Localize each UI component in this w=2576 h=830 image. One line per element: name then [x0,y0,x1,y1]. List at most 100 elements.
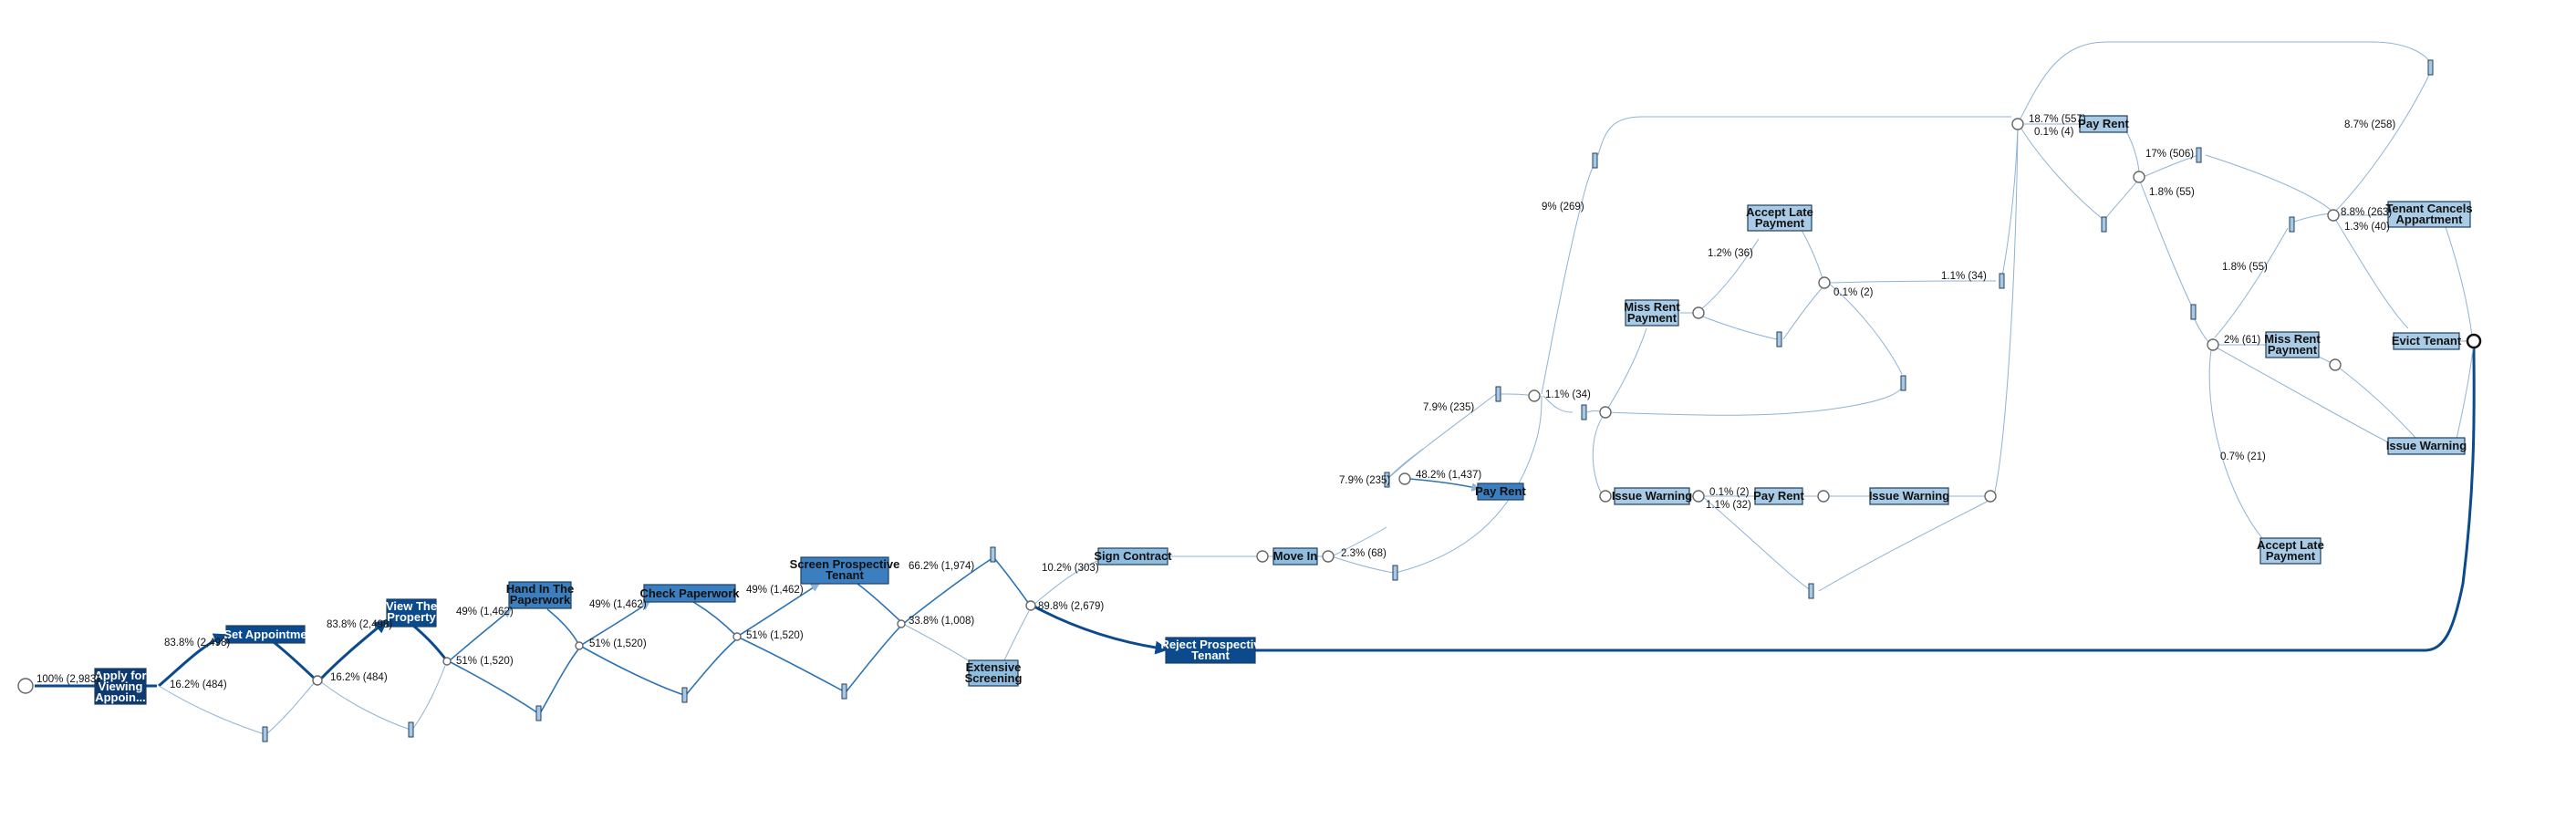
place[interactable] [1322,550,1335,563]
start-place[interactable] [17,678,34,694]
place[interactable] [1025,600,1036,611]
silent-transition[interactable] [2101,216,2107,233]
transition-evict-tenant[interactable]: Evict Tenant [2392,332,2462,350]
edge [1331,555,1395,574]
edge [317,618,389,682]
edge-label: 8.8% (263) [2341,207,2392,218]
transition-box [800,556,889,585]
silent-transition[interactable] [990,546,996,563]
place[interactable] [2327,209,2340,222]
edge [539,648,579,714]
transition-check-paperwork[interactable]: Check Paperwork [639,584,740,603]
silent-transition[interactable] [841,683,847,700]
edge [1597,116,2011,156]
transition-label: Appoin... [95,690,146,704]
place[interactable] [1599,490,1612,503]
place[interactable] [575,641,584,650]
transition-accept-late-payment[interactable]: Accept Late Payment [1746,204,1813,232]
place[interactable] [1256,550,1269,563]
edge-label: 16.2% (484) [170,680,227,690]
transition-pay-rent[interactable]: Pay Rent [2078,115,2129,133]
edge [273,640,317,680]
silent-transitions [262,59,2434,742]
silent-transition[interactable] [1592,152,1598,169]
silent-transition[interactable] [408,721,414,738]
silent-transition[interactable] [2427,59,2434,76]
edge-label: 83.8% (2,498) [164,638,230,648]
silent-transition[interactable] [2190,304,2197,320]
transition-label: Screen Prospective [790,557,900,571]
transition-issue-warning[interactable]: Issue Warning [1869,487,1949,505]
place[interactable] [2011,118,2024,130]
place[interactable] [2207,338,2219,351]
edge [1386,393,1497,481]
place[interactable] [2329,358,2342,371]
transition-box [2079,115,2128,133]
place[interactable] [1692,306,1705,319]
place[interactable] [1398,472,1411,485]
place[interactable] [442,657,452,666]
transition-miss-rent-payment[interactable]: Miss Rent Payment [1624,299,1680,327]
transition-apply-for-viewing[interactable]: Apply for Viewing Appoin... [94,668,147,705]
edge [1032,604,1169,655]
transition-accept-late-payment[interactable]: Accept Late Payment [2257,537,2324,565]
edge [1605,382,1906,416]
silent-transition[interactable] [1495,386,1501,402]
edge-label: 1.8% (55) [2149,187,2195,198]
transition-set-appointment[interactable]: Set Appointme [223,625,307,644]
place[interactable] [1817,490,1830,503]
edge [318,680,411,731]
edge [1500,393,1533,397]
place[interactable] [1528,389,1541,402]
place[interactable] [1818,276,1831,289]
transition-reject-prospective-tenant[interactable]: Reject Prospectiv Tenant [1160,637,1261,664]
place[interactable] [732,632,742,641]
silent-transition[interactable] [681,687,688,703]
place[interactable] [312,675,323,686]
edge-label: 89.8% (2,679) [1038,601,1104,612]
transition-issue-warning[interactable]: Issue Warning [2386,437,2467,455]
silent-transition[interactable] [535,705,542,721]
end-place[interactable] [2466,333,2482,349]
transition-miss-rent-payment[interactable]: Miss Rent Payment [2264,331,2321,358]
edge-label: 49% (1,462) [746,585,804,596]
transition-screen-prospective-tenant[interactable]: Screen Prospective Tenant [790,556,900,585]
silent-transition[interactable] [1384,472,1390,488]
transition-pay-rent[interactable]: Pay Rent [1475,482,1526,501]
silent-transition[interactable] [262,726,268,742]
place[interactable] [1692,490,1705,503]
place[interactable] [2133,171,2145,183]
transition-label: Viewing [99,680,143,693]
edge-label: 51% (1,520) [456,656,514,667]
transition-tenant-cancels-appartment[interactable]: Tenant Cancels Appartment [2385,201,2473,228]
transition-box [225,625,306,644]
transition-extensive-screening[interactable]: Extensive Screening [965,659,1023,687]
place[interactable] [1599,406,1612,419]
transition-issue-warning[interactable]: Issue Warning [1612,487,1692,505]
edge [265,681,316,735]
edge-label: 33.8% (1,008) [909,616,974,627]
silent-transition[interactable] [1776,331,1782,348]
transition-hand-in-paperwork[interactable]: Hand In The Paperwork [506,581,574,609]
place[interactable] [1984,490,1997,503]
silent-transition[interactable] [1808,583,1814,599]
edge [1032,559,1100,607]
place[interactable] [897,619,906,628]
edge [2444,223,2473,337]
transition-pay-rent[interactable]: Pay Rent [1753,487,1804,505]
silent-transition[interactable] [2196,147,2202,163]
edge-label: 1.1% (32) [1706,500,1751,511]
transition-label: Set Appointme [223,628,306,641]
silent-transition[interactable] [1999,273,2005,289]
transition-box [2265,331,2320,358]
silent-transition[interactable] [2289,216,2295,233]
transition-move-in[interactable]: Move In [1272,547,1318,565]
edge [2138,178,2194,309]
silent-transition[interactable] [1900,375,1906,391]
transition-sign-contract[interactable]: Sign Contract [1094,547,1172,565]
edge-label: 51% (1,520) [746,630,804,641]
edge-label: 49% (1,462) [456,607,514,617]
silent-transition[interactable] [1581,404,1587,420]
transition-view-the-property[interactable]: View The Property [386,598,437,628]
silent-transition[interactable] [1392,565,1398,581]
